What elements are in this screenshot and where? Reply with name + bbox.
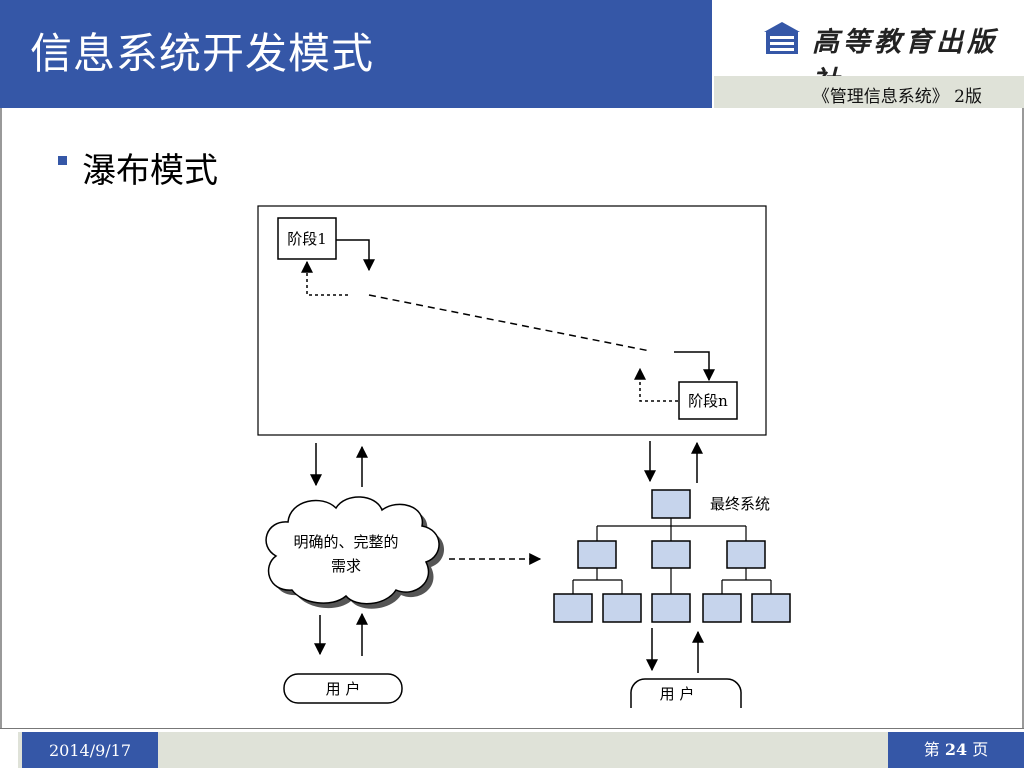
tree-leaf-node — [751, 593, 791, 623]
footer-date: 2014/9/17 — [22, 732, 158, 768]
page-indicator: 第 24 页 — [888, 732, 1024, 768]
footer-rule — [0, 728, 1024, 729]
user-left-label: 用 户 — [326, 680, 361, 698]
tree-root-node — [651, 489, 691, 519]
stage-last-label: 阶段n — [688, 392, 728, 410]
tree-mid-node — [651, 540, 691, 569]
publisher-emblem-icon — [764, 22, 800, 54]
user-right-label: 用 户 — [660, 685, 695, 703]
tree-leaf-node — [702, 593, 742, 623]
user-right-box: 用 户 — [630, 678, 742, 708]
bullet-marker — [58, 156, 67, 165]
page-number: 24 — [944, 740, 968, 759]
tree-leaf-node — [553, 593, 593, 623]
right-border — [1022, 108, 1024, 728]
stage-first-label: 阶段1 — [287, 230, 327, 248]
stagen-feedback-arrow — [634, 367, 678, 402]
final-system-tree — [553, 489, 791, 623]
final-system-label: 最终系统 — [710, 495, 770, 513]
stage1-down-arrow — [336, 239, 375, 272]
requirement-label-line1: 明确的、完整的 — [293, 533, 398, 551]
stage-first-box: 阶段1 — [277, 217, 337, 260]
page-suffix: 页 — [972, 740, 989, 759]
tree-leaf-node — [602, 593, 642, 623]
user-left-box: 用 户 — [283, 673, 403, 704]
footer-bar — [18, 732, 1024, 768]
stage1-feedback-arrow — [301, 260, 348, 296]
book-title: 《管理信息系统》 2版 — [812, 87, 982, 107]
tree-leaf-node — [651, 593, 691, 623]
requirement-label-line2: 需求 — [331, 557, 361, 575]
page-prefix: 第 — [923, 740, 940, 759]
stagen-down-arrow — [674, 351, 715, 382]
book-bar: 《管理信息系统》 2版 — [714, 76, 1024, 108]
bullet-heading: 瀑布模式 — [82, 151, 218, 191]
stage-last-box: 阶段n — [678, 381, 738, 420]
requirement-cloud: 明确的、完整的 需求 — [265, 496, 445, 609]
left-border — [0, 108, 2, 728]
slide-title: 信息系统开发模式 — [30, 29, 375, 78]
tree-mid-node — [577, 540, 617, 569]
tree-mid-node — [726, 540, 766, 569]
header-bar — [0, 0, 712, 108]
publisher-logo-area: 高等教育出版社 — [714, 0, 1024, 97]
